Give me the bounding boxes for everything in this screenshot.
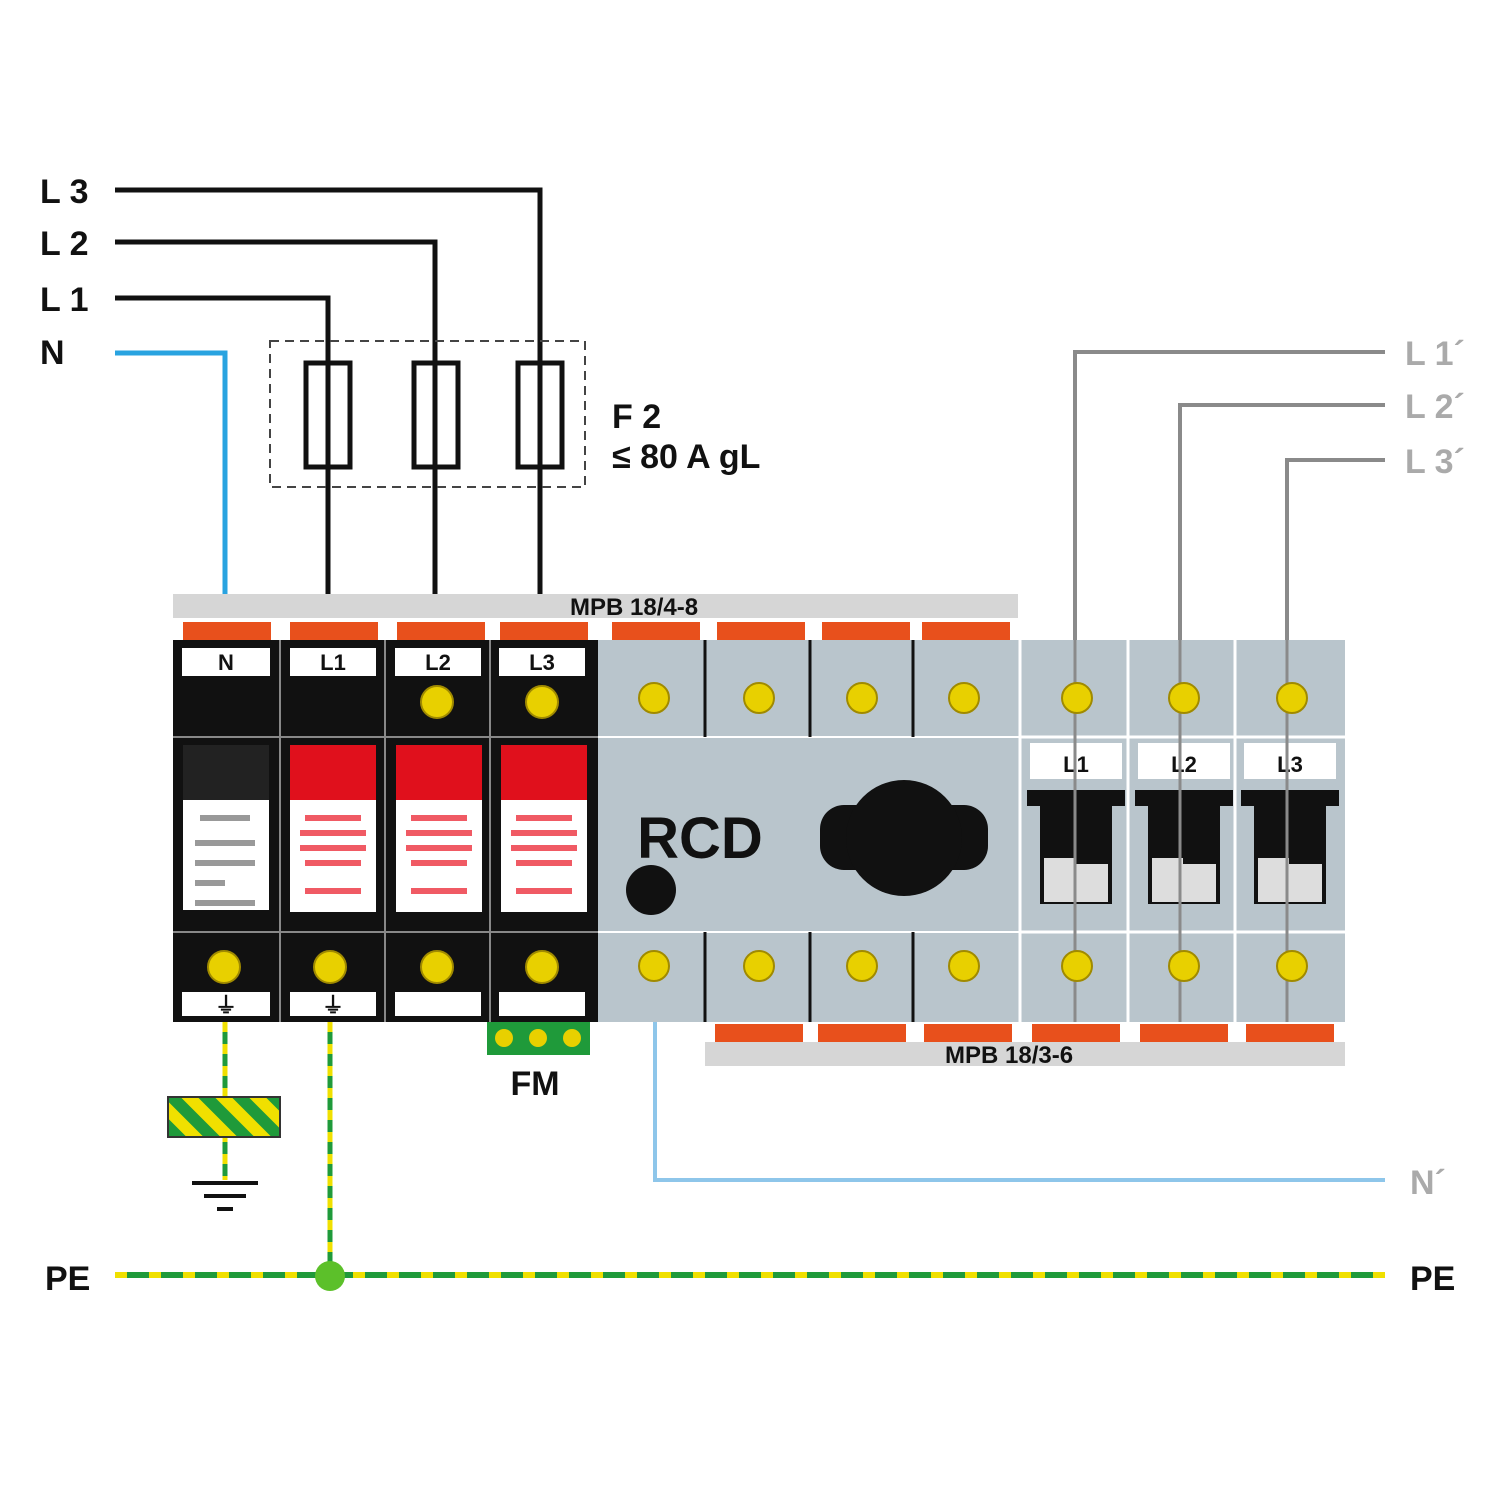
- wire-n-out: [653, 1022, 1385, 1182]
- label-l1-out: L 1´: [1405, 335, 1465, 373]
- busbar-bottom-label: MPB 18/3-6: [945, 1042, 1073, 1069]
- label-n: N: [40, 334, 65, 372]
- wire-l2: [115, 239, 438, 594]
- mcb-label-l2: L2: [1171, 752, 1197, 777]
- fm-contact: [487, 1022, 590, 1055]
- fuse-rating: ≤ 80 A gL: [612, 438, 760, 476]
- busbar-bottom: [705, 1042, 1345, 1066]
- spd-label-l1: L1: [320, 650, 346, 675]
- screw-terminals: [207, 682, 1308, 984]
- rcd-test-button[interactable]: [626, 865, 676, 915]
- ground-mark-n: ⏚: [215, 993, 237, 1018]
- spd-label-l2: L2: [425, 650, 451, 675]
- rcd-label: RCD: [637, 806, 763, 871]
- busbar-top-label: MPB 18/4-8: [570, 594, 698, 621]
- rcd-knob[interactable]: [820, 780, 988, 896]
- earth-terminal: [167, 1096, 281, 1138]
- label-pe-right: PE: [1410, 1260, 1455, 1298]
- wire-l1: [115, 295, 331, 594]
- label-l2-out: L 2´: [1405, 388, 1465, 426]
- fuse-enclosure: [269, 340, 586, 488]
- label-n-out: N´: [1410, 1164, 1446, 1202]
- label-pe-left: PE: [45, 1260, 90, 1298]
- earth-wires: [222, 1022, 333, 1275]
- busbar-top-pads: [183, 622, 1010, 640]
- pe-junction: [315, 1261, 345, 1291]
- ground-icon: [192, 1181, 258, 1211]
- label-l3: L 3: [40, 173, 89, 211]
- fuse-name: F 2: [612, 398, 661, 436]
- wire-n: [115, 350, 228, 594]
- busbar-top: [173, 594, 1018, 618]
- label-l2: L 2: [40, 225, 89, 263]
- busbar-bottom-pads: [715, 1024, 1334, 1042]
- spd-label-n: N: [218, 650, 234, 675]
- spd-label-l3: L3: [529, 650, 555, 675]
- fm-label: FM: [510, 1065, 559, 1103]
- ground-mark-l1: ⏚: [322, 993, 344, 1018]
- spd-modules: [173, 640, 598, 1022]
- label-l1: L 1: [40, 281, 89, 319]
- label-l3-out: L 3´: [1405, 443, 1465, 481]
- mcb-label-l3: L3: [1277, 752, 1303, 777]
